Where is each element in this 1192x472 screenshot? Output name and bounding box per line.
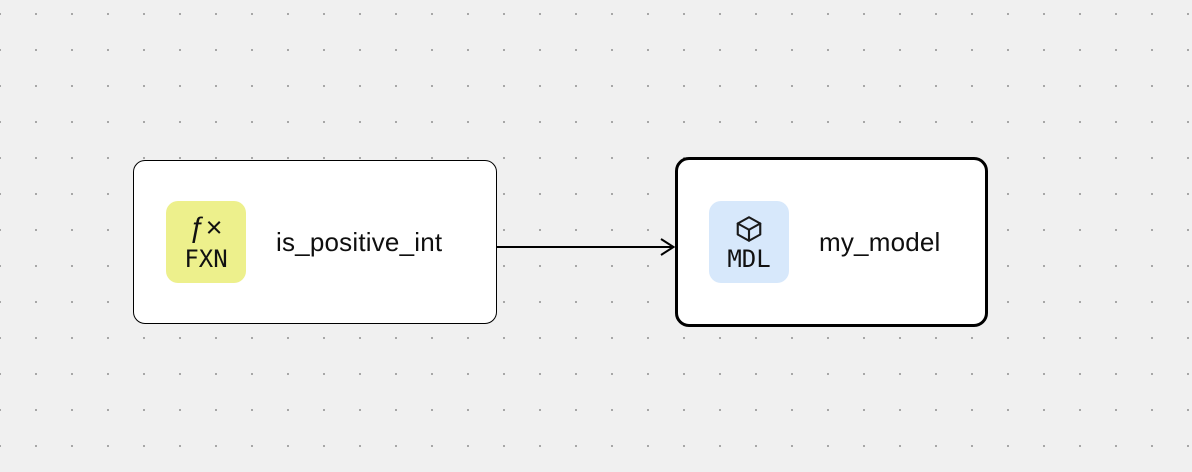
edge-is-positive-int-to-my-model[interactable]	[497, 238, 676, 256]
node-my-model[interactable]: MDL my_model	[675, 157, 988, 327]
model-badge: MDL	[709, 201, 789, 283]
node-is-positive-int[interactable]: ƒ× FXN is_positive_int	[133, 160, 497, 324]
badge-label: FXN	[184, 244, 228, 273]
node-label: is_positive_int	[276, 226, 443, 257]
cube-icon	[734, 212, 764, 246]
function-badge: ƒ× FXN	[166, 201, 246, 283]
badge-label: MDL	[727, 244, 771, 273]
function-icon: ƒ×	[189, 212, 223, 245]
node-label: my_model	[819, 226, 941, 257]
